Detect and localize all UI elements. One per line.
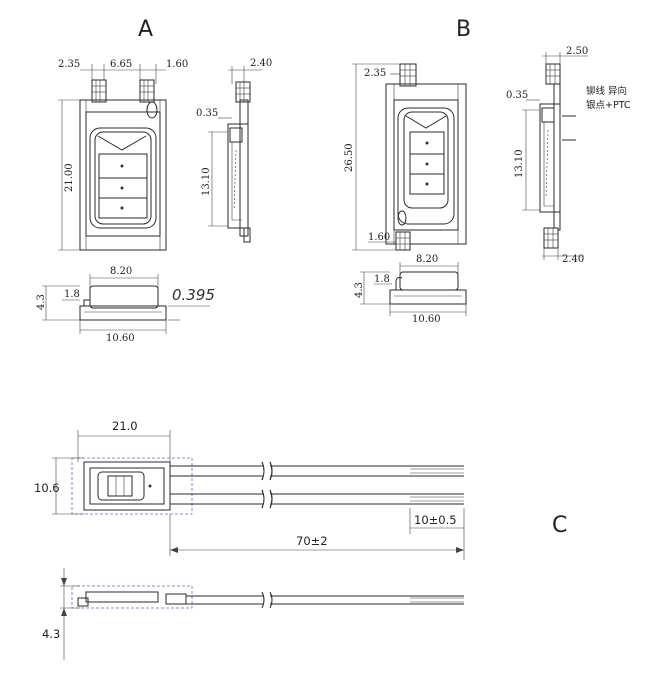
a-dim-right: 1.60 xyxy=(166,59,188,70)
b-note-line1: 铆线 异向 xyxy=(586,85,627,97)
b-dim-height: 26.50 xyxy=(344,143,355,172)
view-c-top: 21.0 10.6 10±0.5 xyxy=(34,419,465,560)
c-dim-strip: 10±0.5 xyxy=(414,513,457,527)
a-side-small: 0.35 xyxy=(196,108,218,119)
view-a-bottom: 8.20 4.3 1.8 10.60 0.395 xyxy=(36,266,215,344)
c-dim-height: 4.3 xyxy=(42,627,60,641)
a-dim-left: 2.35 xyxy=(58,59,80,70)
b-note-line2: 银点+PTC xyxy=(586,99,631,111)
c-dim-lead: 70±2 xyxy=(296,534,328,548)
b-bot-width: 8.20 xyxy=(416,254,438,265)
b-side-height: 13.10 xyxy=(514,149,525,178)
view-a-side: 2.40 0.35 13.10 xyxy=(196,58,272,243)
c-dim-length: 21.0 xyxy=(112,419,138,433)
b-bot-h2: 1.8 xyxy=(374,274,390,285)
b-dim-left: 2.35 xyxy=(364,68,386,79)
b-side-bottom: 2.40 xyxy=(562,254,584,265)
a-dim-mid: 6.65 xyxy=(110,59,132,70)
b-dim-lower: 1.60 xyxy=(368,232,390,243)
view-b-bottom: 8.20 4.3 1.8 10.60 xyxy=(354,254,467,325)
a-side-height: 13.10 xyxy=(201,167,212,196)
a-side-top: 2.40 xyxy=(250,58,272,69)
a-bot-base: 10.60 xyxy=(106,333,135,344)
a-bot-h1: 4.3 xyxy=(36,294,47,310)
view-c-side: 4.3 xyxy=(42,568,464,660)
a-bot-h2: 1.8 xyxy=(64,289,80,300)
a-dim-height: 21.00 xyxy=(64,163,75,192)
view-b-front: 2.35 26.50 1.60 xyxy=(344,63,467,251)
view-a-front: 2.35 6.65 1.60 21.00 xyxy=(58,59,188,251)
a-thickness: 0.395 xyxy=(172,286,215,304)
b-side-top: 2.50 xyxy=(566,46,588,57)
view-b-side: 2.50 0.35 13.10 2.40 铆线 异向 银点+PTC xyxy=(506,46,631,265)
label-a: A xyxy=(138,17,153,42)
a-bot-width: 8.20 xyxy=(110,266,132,277)
b-bot-h1: 4.3 xyxy=(354,282,365,298)
b-side-small: 0.35 xyxy=(506,90,528,101)
b-bot-base: 10.60 xyxy=(412,314,441,325)
label-c: C xyxy=(552,513,567,538)
label-b: B xyxy=(456,17,471,42)
c-dim-width: 10.6 xyxy=(34,481,60,495)
